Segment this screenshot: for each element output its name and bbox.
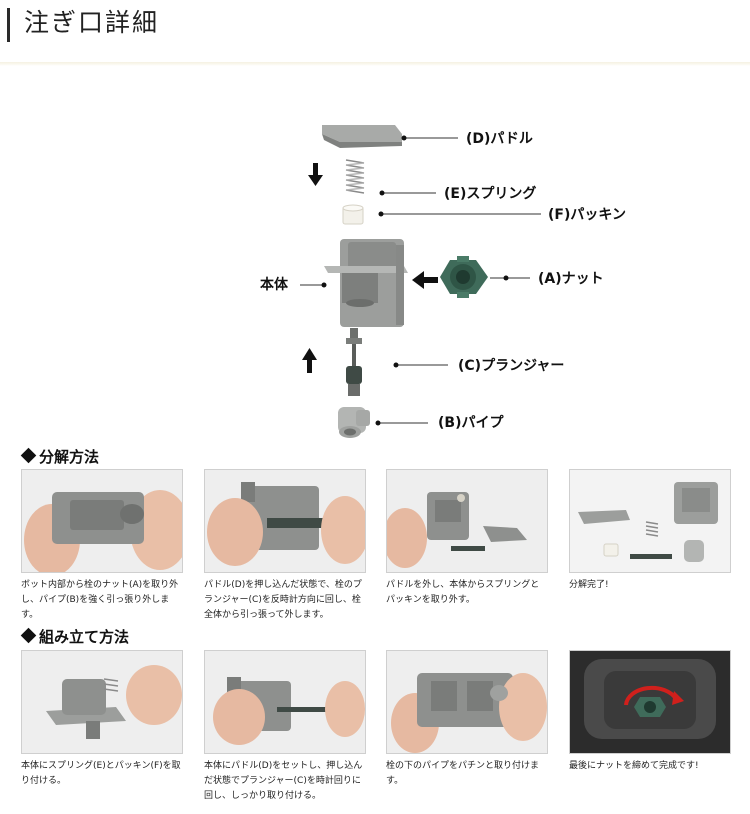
paddle-part	[322, 125, 402, 148]
label-plunger: (C)プランジャー	[458, 358, 565, 374]
label-nut: (A)ナット	[538, 271, 604, 287]
label-spring: (E)スプリング	[444, 186, 537, 202]
step-photo	[21, 650, 183, 754]
exploded-diagram: (D)パドル (E)スプリング (F)パッキン 本体 (A)ナット (C)プラン…	[0, 70, 750, 445]
header-accent-bar	[7, 8, 10, 42]
step-caption: パドルを外し、本体からスプリングとパッキンを取り外す。	[386, 580, 540, 605]
packing-part	[342, 204, 364, 225]
assembly-step-1: 本体にスプリング(E)とパッキン(F)を取り付ける。	[21, 650, 183, 789]
disassembly-step-3: パドルを外し、本体からスプリングとパッキンを取り外す。	[386, 469, 548, 608]
arrow-down-icon	[308, 163, 323, 186]
step-caption: 栓の下のパイプをパチンと取り付けます。	[386, 761, 540, 786]
step-photo	[569, 650, 731, 754]
disassembled-parts-photo	[570, 470, 730, 572]
disassembly-step-1: ボット内部から栓のナット(A)を取り外し、パイプ(B)を強く引っ張り外します。	[21, 469, 183, 623]
step-photo	[569, 469, 731, 573]
pipe-part	[338, 407, 370, 438]
step-caption: ボット内部から栓のナット(A)を取り外し、パイプ(B)を強く引っ張り外します。	[21, 580, 179, 620]
label-packing: (F)パッキン	[548, 207, 626, 223]
disassembly-title: 分解方法	[39, 448, 100, 466]
step-caption: 本体にパドル(D)をセットし、押し込んだ状態でプランジャー(C)を時計回りに回し…	[204, 761, 363, 801]
step-photo	[386, 469, 548, 573]
page-title: 注ぎ口詳細	[24, 8, 160, 37]
exploded-diagram-illustration	[300, 125, 541, 438]
disassembly-step-2: パドル(D)を押し込んだ状態で、栓のプランジャー(C)を反時計方向に回し、栓全体…	[204, 469, 366, 623]
label-paddle: (D)パドル	[466, 131, 533, 147]
attaching-plunger-photo	[205, 651, 365, 753]
attaching-spring-photo	[22, 651, 182, 753]
arrow-up-icon	[302, 348, 317, 373]
tightening-nut-photo	[570, 651, 730, 753]
assembly-step-4: 最後にナットを締めて完成です!	[569, 650, 731, 774]
step-photo	[386, 650, 548, 754]
attaching-pipe-photo	[387, 651, 547, 753]
step-caption: 分解完了!	[569, 580, 609, 590]
header-rule	[0, 62, 750, 66]
label-body: 本体	[260, 277, 288, 293]
diamond-bullet-icon	[20, 447, 37, 464]
hands-removing-nut-photo	[22, 470, 182, 572]
step-photo	[204, 650, 366, 754]
plunger-part	[346, 328, 362, 396]
body-part	[324, 239, 408, 327]
step-photo	[21, 469, 183, 573]
disassembly-step-4: 分解完了!	[569, 469, 731, 593]
arrow-left-icon	[412, 271, 438, 289]
assembly-step-2: 本体にパドル(D)をセットし、押し込んだ状態でプランジャー(C)を時計回りに回し…	[204, 650, 366, 804]
diamond-bullet-icon	[20, 627, 37, 644]
nut-part	[440, 256, 488, 298]
step-caption: 本体にスプリング(E)とパッキン(F)を取り付ける。	[21, 761, 181, 786]
spring-part	[345, 159, 365, 194]
assembly-heading: 組み立て方法	[20, 627, 130, 646]
step-caption: パドル(D)を押し込んだ状態で、栓のプランジャー(C)を反時計方向に回し、栓全体…	[204, 580, 362, 620]
disassembly-heading: 分解方法	[20, 447, 100, 466]
step-caption: 最後にナットを締めて完成です!	[569, 761, 699, 771]
hands-removing-spring-photo	[387, 470, 547, 572]
assembly-title: 組み立て方法	[39, 628, 130, 646]
assembly-step-3: 栓の下のパイプをパチンと取り付けます。	[386, 650, 548, 789]
hands-turning-plunger-photo	[205, 470, 365, 572]
step-photo	[204, 469, 366, 573]
page-header: 注ぎ口詳細	[0, 0, 750, 66]
label-pipe: (B)パイプ	[438, 415, 504, 431]
